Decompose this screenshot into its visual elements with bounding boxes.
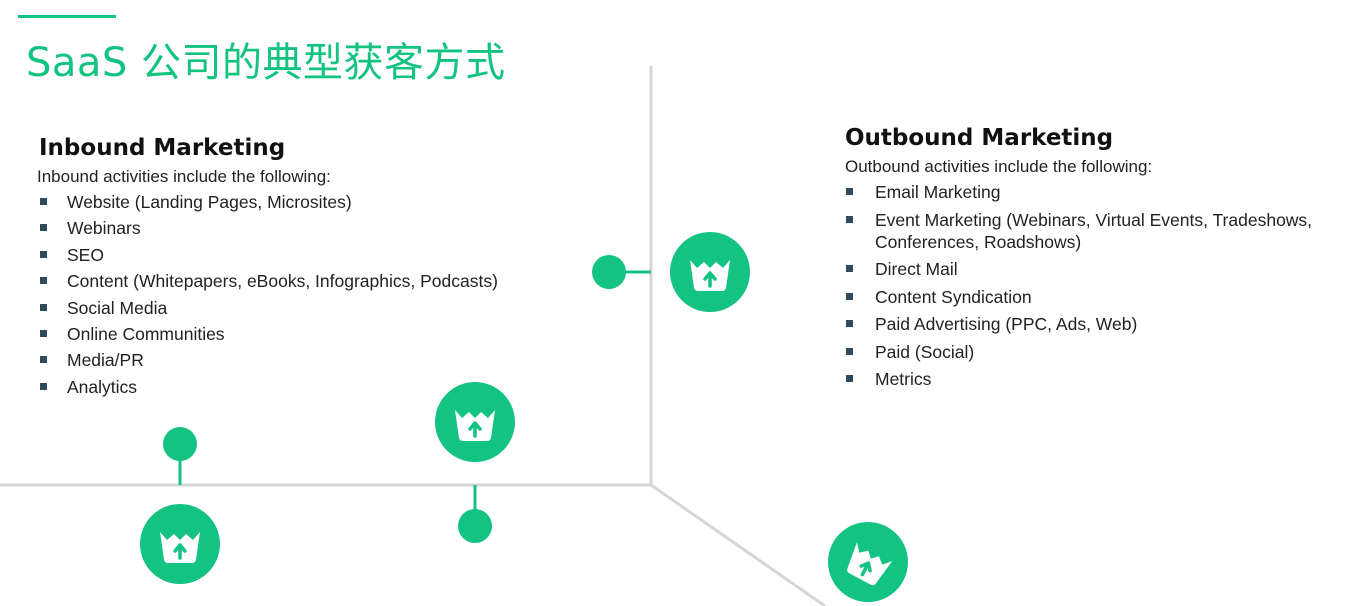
square-bullet-icon <box>846 320 853 327</box>
list-item: Online Communities <box>37 323 597 345</box>
square-bullet-icon <box>846 292 853 300</box>
list-item: Media/PR <box>37 349 597 371</box>
basket-upload-icon <box>140 504 220 584</box>
list-item-text: Event Marketing (Webinars, Virtual Event… <box>875 209 1313 252</box>
square-bullet-icon <box>846 265 853 272</box>
list-item-text: Social Media <box>67 297 168 318</box>
square-bullet-icon <box>846 215 853 223</box>
square-bullet-icon <box>40 198 47 205</box>
list-item: Social Media <box>37 297 597 319</box>
square-bullet-icon <box>40 303 47 311</box>
square-bullet-icon <box>40 277 47 285</box>
square-bullet-icon <box>40 382 47 390</box>
title-accent-line <box>18 15 116 18</box>
list-item: Email Marketing <box>845 181 1355 203</box>
square-bullet-icon <box>40 329 47 337</box>
square-bullet-icon <box>846 347 853 355</box>
page-title: SaaS 公司的典型获客方式 <box>26 40 506 86</box>
list-item: Paid (Social) <box>845 341 1355 363</box>
list-item: SEO <box>37 244 597 266</box>
list-item-text: Paid (Social) <box>875 341 975 362</box>
basket-upload-icon <box>670 232 750 312</box>
list-item-text: Content (Whitepapers, eBooks, Infographi… <box>67 271 498 292</box>
outbound-heading: Outbound Marketing <box>845 125 1114 151</box>
square-bullet-icon <box>40 356 47 364</box>
list-item-text: Analytics <box>67 376 138 397</box>
basket-upload-icon <box>435 382 515 462</box>
list-item-text: Website (Landing Pages, Microsites) <box>67 192 352 212</box>
list-item: Metrics <box>845 368 1355 390</box>
list-item: Direct Mail <box>845 258 1355 280</box>
outbound-intro: Outbound activities include the followin… <box>845 157 1153 176</box>
list-item: Webinars <box>37 217 597 239</box>
basket-upload-icon <box>828 522 908 602</box>
inbound-panel: Inbound Marketing Inbound activities inc… <box>37 135 597 402</box>
list-item-text: Media/PR <box>67 350 144 371</box>
list-item-text: Content Syndication <box>875 286 1032 307</box>
square-bullet-icon <box>40 224 47 232</box>
list-item: Content (Whitepapers, eBooks, Infographi… <box>37 270 597 292</box>
list-item-text: Email Marketing <box>875 182 1001 202</box>
list-item: Event Marketing (Webinars, Virtual Event… <box>845 209 1355 253</box>
list-item: Analytics <box>37 376 597 398</box>
square-bullet-icon <box>846 188 853 195</box>
list-item-text: Metrics <box>875 369 932 389</box>
list-item: Content Syndication <box>845 286 1355 308</box>
list-item-text: Online Communities <box>67 323 225 344</box>
outbound-panel: Outbound Marketing Outbound activities i… <box>845 125 1355 396</box>
inbound-activity-list: Website (Landing Pages, Microsites) Webin… <box>37 191 597 398</box>
square-bullet-icon <box>40 250 47 258</box>
list-item-text: SEO <box>67 244 104 265</box>
list-item-text: Webinars <box>67 218 141 239</box>
inbound-intro: Inbound activities include the following… <box>37 167 331 186</box>
list-item-text: Direct Mail <box>875 259 958 279</box>
diagonal-axis-line <box>650 483 826 606</box>
list-item: Paid Advertising (PPC, Ads, Web) <box>845 313 1355 335</box>
list-item-text: Paid Advertising (PPC, Ads, Web) <box>875 314 1138 334</box>
inbound-heading: Inbound Marketing <box>39 135 286 161</box>
list-item: Website (Landing Pages, Microsites) <box>37 191 597 213</box>
square-bullet-icon <box>846 375 853 382</box>
